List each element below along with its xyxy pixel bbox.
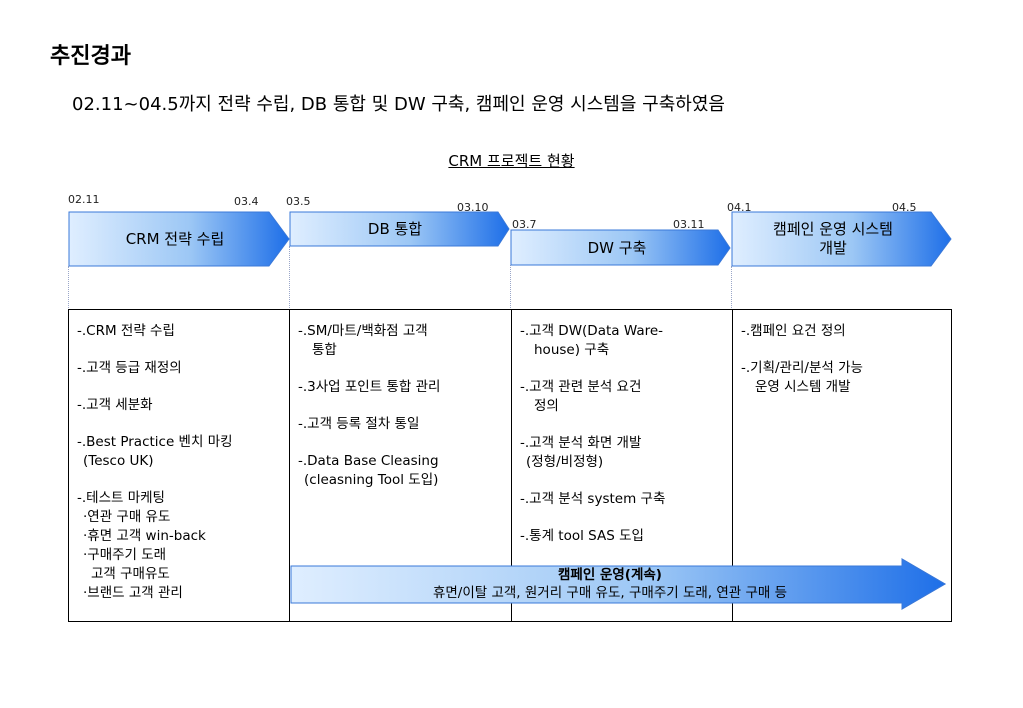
phase-1-start-date: 02.11 <box>68 193 100 206</box>
list-item: -.테스트 마케팅 ·연관 구매 유도 ·휴면 고객 win-back ·구매주… <box>77 490 206 601</box>
phase-4-label: 캠페인 운영 시스템 개발 <box>733 220 933 258</box>
phase-4-start-date: 04.1 <box>727 201 752 214</box>
phase-3-start-date: 03.7 <box>512 218 537 231</box>
phase-3-label: DW 구축 <box>587 239 647 257</box>
page-heading: 추진경과 <box>50 44 131 69</box>
list-item: -.Data Base Cleasing (cleasning Tool 도입) <box>298 453 439 488</box>
phase-4-label-line: 개발 <box>819 239 847 257</box>
phase-1-arrow <box>68 211 290 267</box>
phase-2-arrow <box>289 211 510 247</box>
guide-line <box>731 266 732 310</box>
list-item: -.3사업 포인트 통합 관리 <box>298 379 441 395</box>
ongoing-arrow-shape <box>290 558 946 610</box>
phase-1-end-date: 03.4 <box>234 195 259 208</box>
phase-4-end-date: 04.5 <box>892 201 917 214</box>
list-item: -.고객 관련 분석 요건 정의 <box>520 379 642 414</box>
list-item: -.고객 등급 재정의 <box>77 360 182 376</box>
phase-2-start-date: 03.5 <box>286 195 311 208</box>
phase-2-end-date: 03.10 <box>457 201 489 214</box>
phase-3-end-date: 03.11 <box>673 218 705 231</box>
list-item: -.캠페인 요건 정의 <box>741 323 846 339</box>
list-item: -.고객 DW(Data Ware- house) 구축 <box>520 323 664 358</box>
summary-text: 02.11~04.5까지 전략 수립, DB 통합 및 DW 구축, 캠페인 운… <box>72 94 725 115</box>
phase-1-label: CRM 전략 수립 <box>125 230 225 248</box>
list-item: -.기획/관리/분석 가능 운영 시스템 개발 <box>741 360 863 395</box>
column-strategy: -.CRM 전략 수립 -.고객 등급 재정의 -.고객 세분화 -.Best … <box>68 309 290 622</box>
ongoing-title: 캠페인 운영(계속) <box>558 567 662 583</box>
ongoing-detail: 휴면/이탈 고객, 원거리 구매 유도, 구매주기 도래, 연관 구매 등 <box>432 585 788 601</box>
guide-line <box>68 266 69 310</box>
phase-2-label: DB 통합 <box>367 220 423 238</box>
list-item: -.SM/마트/백화점 고객 통합 <box>298 323 428 358</box>
phase-4-label-line: 캠페인 운영 시스템 <box>773 220 893 238</box>
list-item: -.고객 등록 절차 통일 <box>298 416 420 432</box>
phase-3-arrow <box>510 229 731 266</box>
phase-4-arrow <box>731 211 952 267</box>
list-item: -.Best Practice 벤치 마킹 (Tesco UK) <box>77 434 233 469</box>
list-item: -.고객 분석 화면 개발 (정형/비정형) <box>520 435 642 470</box>
guide-line <box>289 246 290 310</box>
list-item: -.고객 분석 system 구축 <box>520 491 666 507</box>
chart-caption: CRM 프로젝트 현황 <box>448 152 575 170</box>
list-item: -.통계 tool SAS 도입 <box>520 528 644 544</box>
list-item: -.CRM 전략 수립 <box>77 323 175 339</box>
guide-line <box>510 265 511 310</box>
list-item: -.고객 세분화 <box>77 397 153 413</box>
